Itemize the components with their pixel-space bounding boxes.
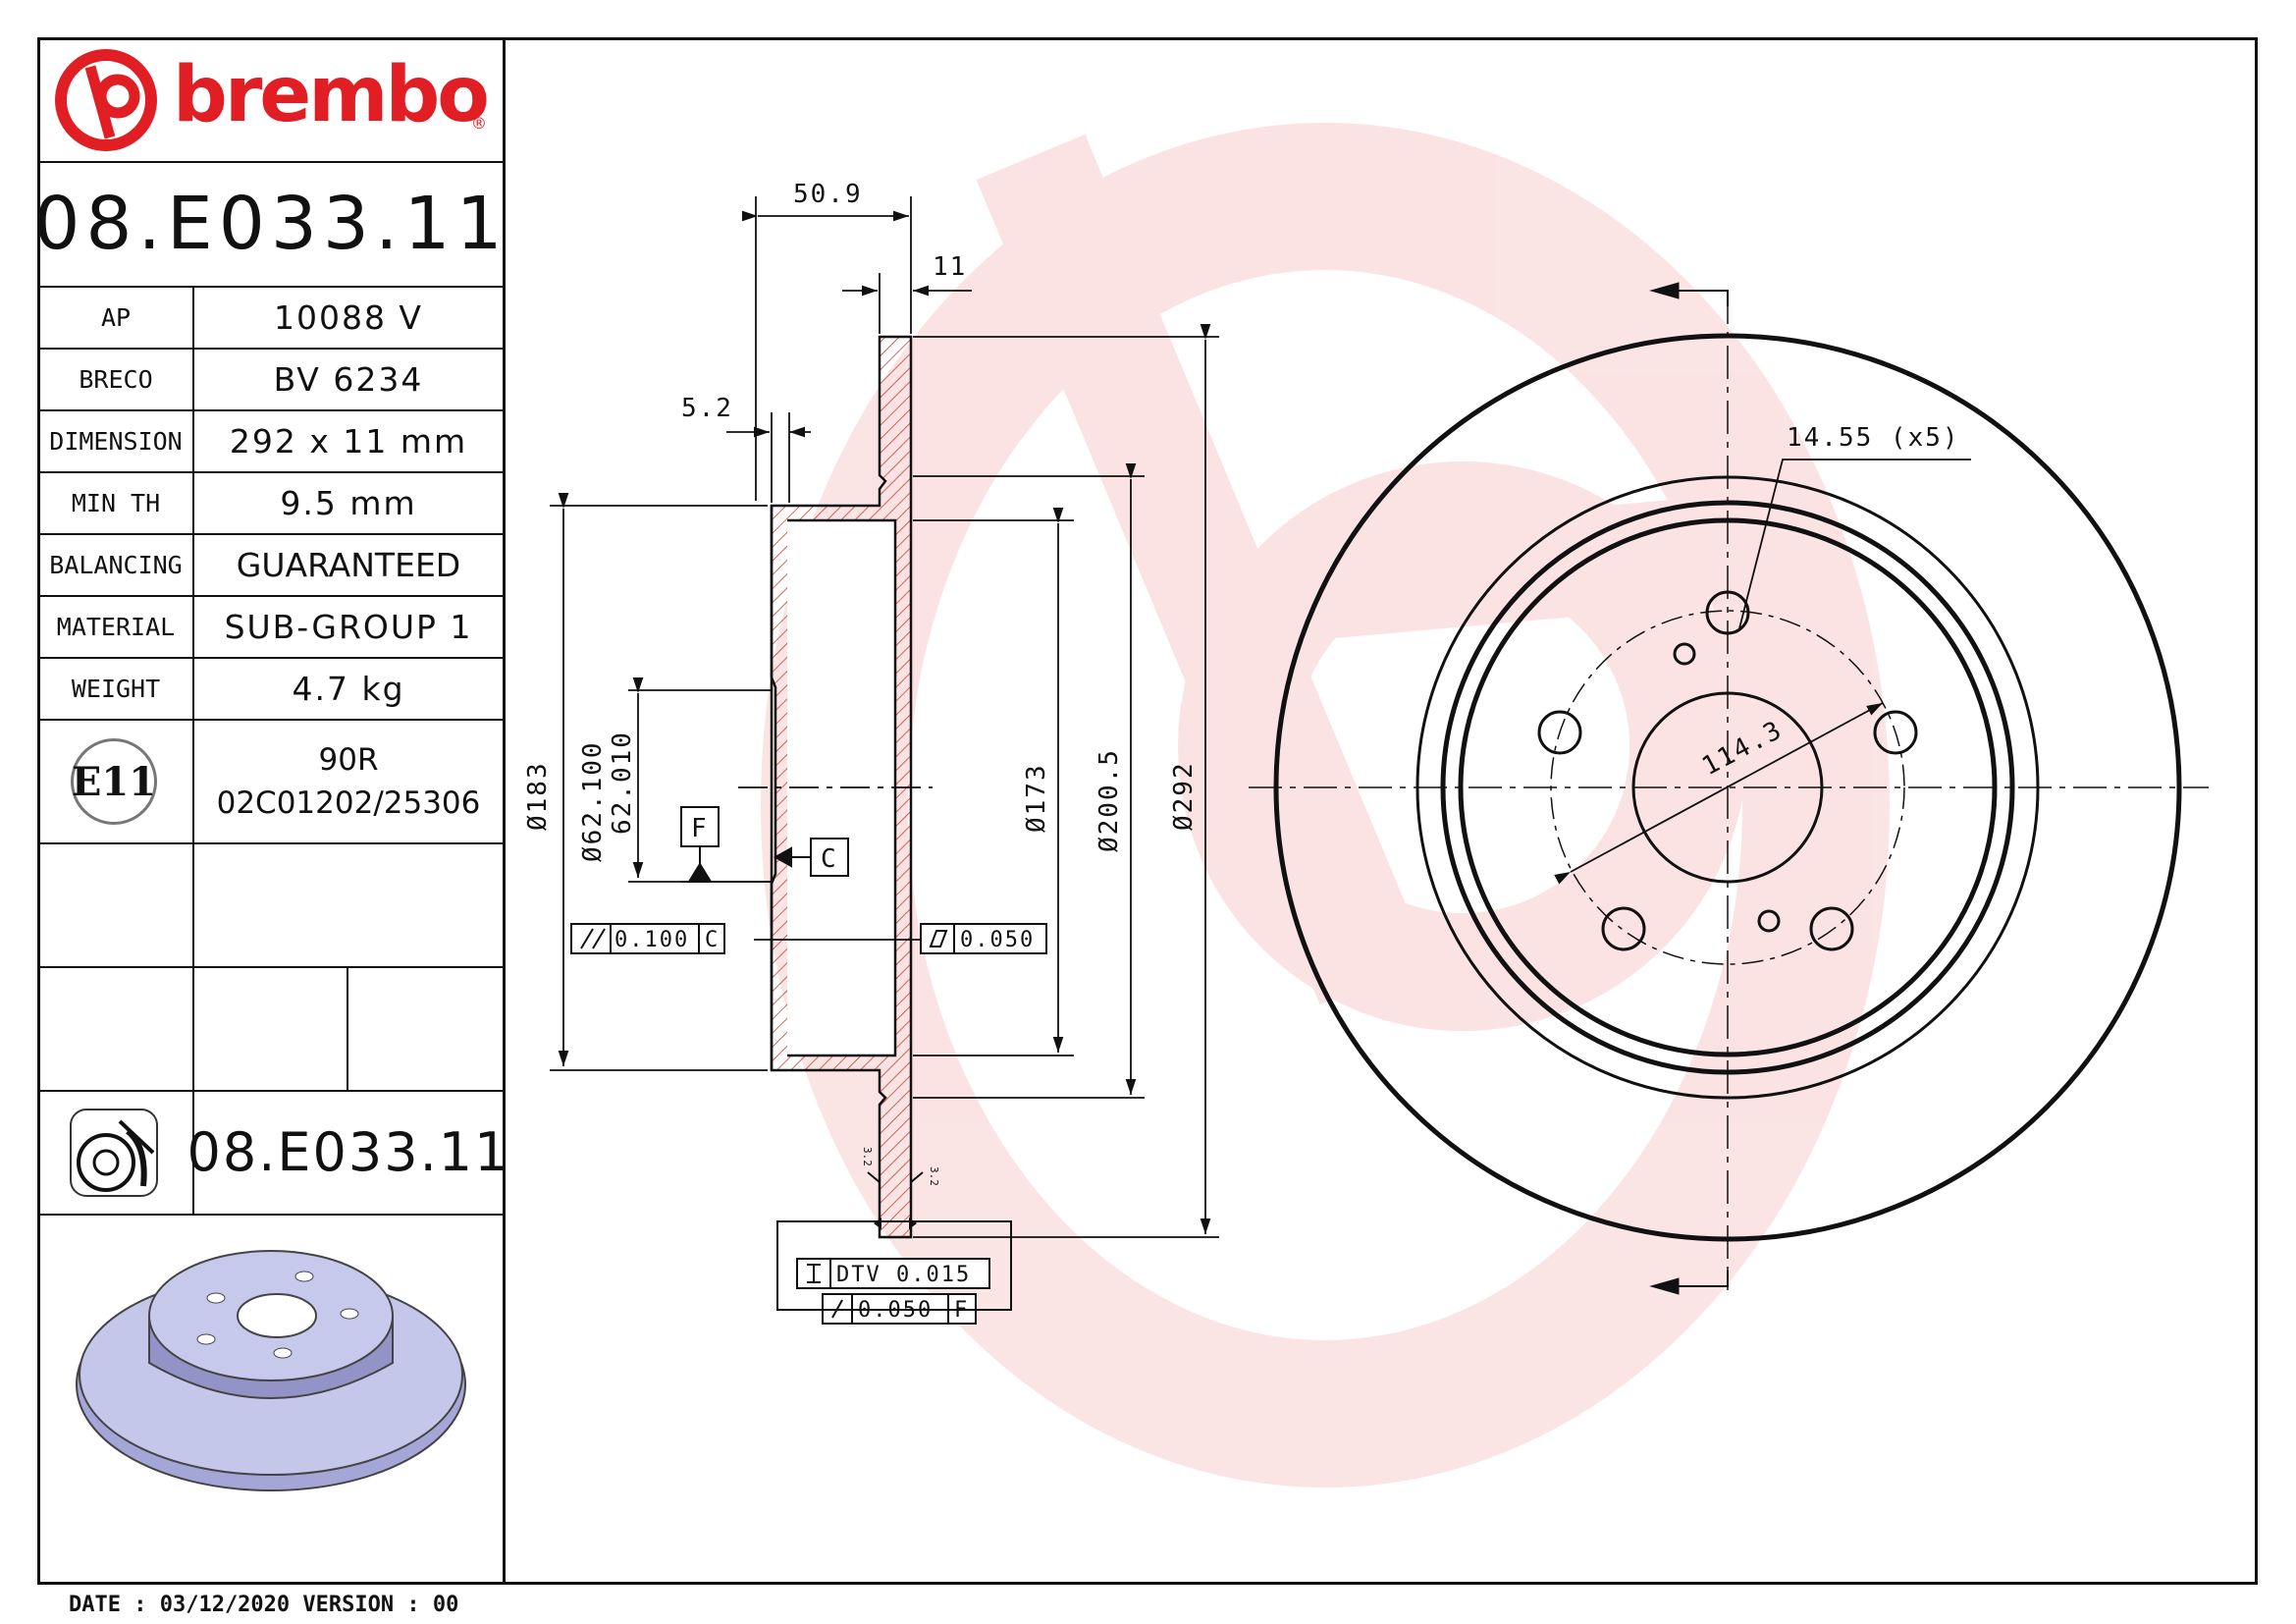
approval-line-1: 90R [318, 742, 379, 778]
spec-key-dimension: DIMENSION [49, 426, 183, 456]
dim-dia-173: Ø173 [1022, 763, 1051, 833]
tol-dtv: DTV 0.015 [836, 1263, 971, 1287]
brembo-logo: brembo ® [51, 47, 493, 153]
brand-name: brembo [173, 51, 490, 139]
part-number: 08.E033.11 [33, 182, 508, 266]
tol-parallel-ref: C [705, 928, 720, 952]
spec-key-material: MATERIAL [56, 612, 176, 641]
spec-key-balancing: BALANCING [49, 550, 183, 579]
approval-line-2: 02C01202/25306 [216, 785, 481, 821]
dim-bore-max: Ø62.100 [578, 740, 608, 862]
spec-value-weight: 4.7 kg [292, 669, 405, 708]
hole-dia-label: 14.55 (x5) [1787, 423, 1960, 453]
tol-runout-ref: F [954, 1298, 969, 1323]
dim-thickness: 11 [933, 252, 967, 282]
roughness-left: 3.2 [861, 1147, 874, 1166]
spec-value-balancing: GUARANTEED [236, 545, 461, 584]
datum-c-label: C [821, 844, 838, 874]
pcd-label: 114.3 [1697, 715, 1788, 782]
disc-3d-render [76, 1250, 466, 1491]
spec-value-dimension: 292 x 11 mm [229, 421, 468, 460]
approval-mark: E11 [71, 738, 157, 825]
spec-key-weight: WEIGHT [71, 674, 161, 703]
registered-mark: ® [471, 114, 487, 133]
drawing-frame [37, 37, 2258, 1585]
dim-overall-width: 50.9 [793, 180, 863, 209]
spec-value-min-th: 9.5 mm [280, 483, 417, 522]
tol-flatness: 0.050 [960, 928, 1035, 952]
tol-parallel: 0.100 [614, 928, 689, 952]
spec-value-material: SUB-GROUP 1 [224, 607, 473, 646]
front-view [1249, 282, 2209, 1295]
secondary-part-number: 08.E033.11 [187, 1120, 510, 1183]
spec-key-breco: BRECO [79, 364, 153, 394]
datum-markers [570, 806, 1047, 1325]
spec-value-breco: BV 6234 [273, 359, 424, 399]
spec-key-min-th: MIN TH [71, 488, 161, 517]
dim-hat-wall: 5.2 [681, 394, 733, 423]
dim-dia-183: Ø183 [523, 761, 553, 831]
footer-date-version: DATE : 03/12/2020 VERSION : 00 [69, 1593, 459, 1617]
brake-disc-icon [69, 1108, 161, 1202]
brembo-mark-icon [55, 49, 157, 151]
dim-dia-200-5: Ø200.5 [1095, 748, 1124, 852]
dim-dia-292: Ø292 [1169, 761, 1199, 831]
title-block [37, 37, 506, 1585]
roughness-right: 3.2 [928, 1166, 940, 1186]
spec-key-ap: AP [100, 302, 132, 332]
spec-value-ap: 10088 V [273, 298, 424, 337]
datum-f-label: F [691, 814, 709, 843]
tol-runout: 0.050 [858, 1298, 933, 1323]
dim-bore-min: 62.010 [608, 731, 637, 835]
